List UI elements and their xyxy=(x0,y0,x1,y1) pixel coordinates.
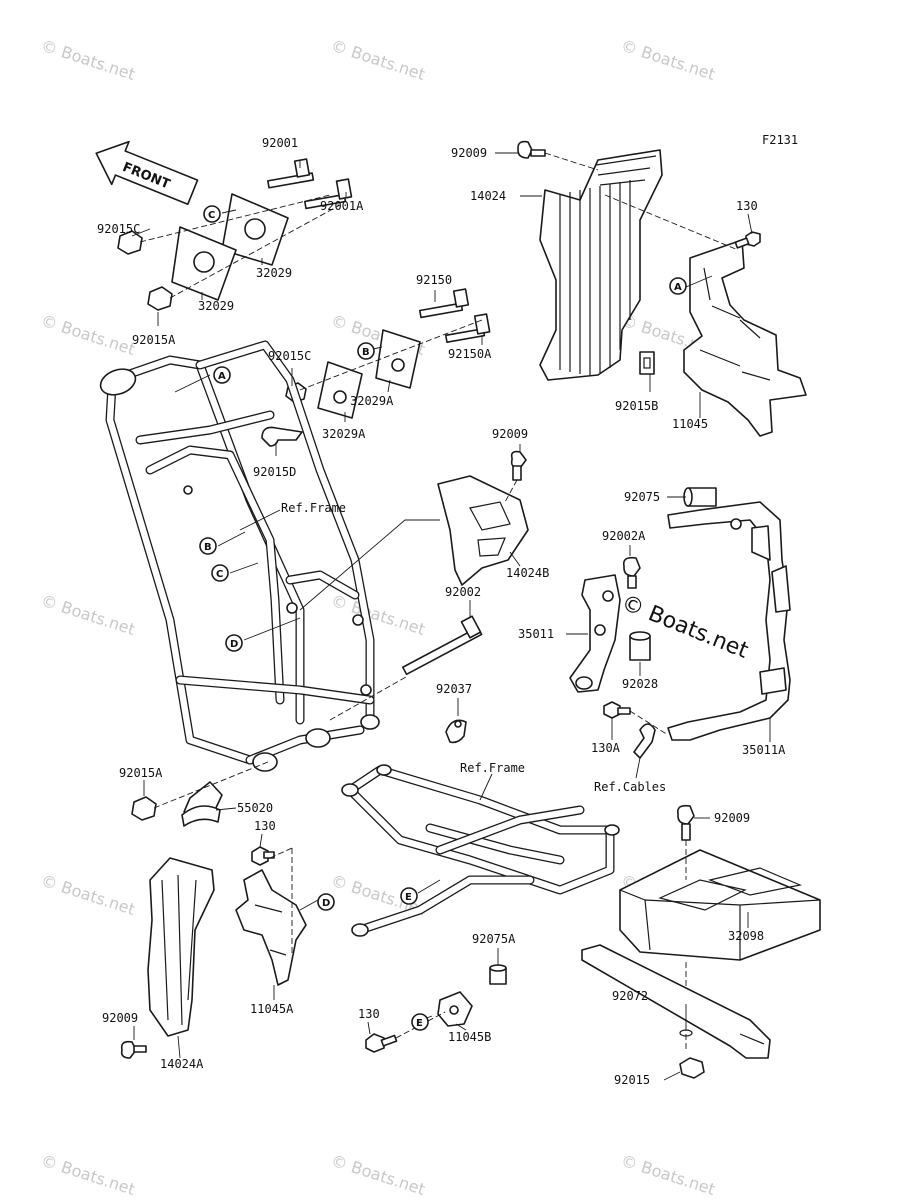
callout-e: E xyxy=(416,1018,423,1029)
part-label-92015a: 92015A xyxy=(132,333,176,347)
bracket-11045B-group xyxy=(365,964,507,1053)
watermark: © Boats.net xyxy=(329,1151,428,1199)
watermark: © Boats.net xyxy=(39,36,138,84)
guard-14024B xyxy=(437,450,529,586)
part-labels: 92001 92001A 92015C 32029 32029 92015A 9… xyxy=(97,136,786,1087)
engine-mount-plates-upper xyxy=(261,288,491,447)
watermark: © Boats.net xyxy=(329,36,428,84)
bracket-11045A xyxy=(235,846,307,986)
part-label-92015c: 92015C xyxy=(97,222,140,236)
part-label-32029a: 32029A xyxy=(350,394,394,408)
part-label-130: 130 xyxy=(736,199,758,213)
watermark: © Boats.net xyxy=(39,591,138,639)
watermark: © Boats.net xyxy=(39,311,138,359)
part-label-32029: 32029 xyxy=(256,266,292,280)
callout-markers: A A B B C C D D E E xyxy=(199,205,687,1031)
part-label-92015b: 92015B xyxy=(615,399,658,413)
part-label-92002a: 92002A xyxy=(602,529,646,543)
main-frame xyxy=(99,340,380,827)
sub-frame xyxy=(341,764,620,937)
ref-cables-label: Ref.Cables xyxy=(594,780,666,794)
part-label-92015a: 92015A xyxy=(119,766,163,780)
callout-e: E xyxy=(405,892,412,903)
front-arrow: FRONT xyxy=(95,140,199,206)
stay-35011 xyxy=(569,487,717,693)
part-label-92001a: 92001A xyxy=(320,199,364,213)
clamp-92037 xyxy=(445,719,467,744)
part-label-14024b: 14024B xyxy=(506,566,549,580)
engine-mount-plates-front xyxy=(117,158,353,311)
part-label-92150a: 92150A xyxy=(448,347,492,361)
figure-code: F2131 xyxy=(762,133,798,147)
part-label-92015c: 92015C xyxy=(268,349,311,363)
part-label-32029: 32029 xyxy=(198,299,234,313)
ref-frame-label: Ref.Frame xyxy=(460,761,525,775)
callout-b: B xyxy=(362,347,370,358)
callout-d: D xyxy=(322,898,330,909)
part-label-92037: 92037 xyxy=(436,682,472,696)
bolt-92002 xyxy=(329,615,483,721)
callout-a: A xyxy=(674,282,682,293)
part-label-92009: 92009 xyxy=(714,811,750,825)
part-label-92028: 92028 xyxy=(622,677,658,691)
radiator-guard-14024 xyxy=(517,140,663,381)
callout-a: A xyxy=(218,371,226,382)
watermark: © Boats.net xyxy=(619,1151,718,1199)
watermark: © Boats.net xyxy=(39,871,138,919)
part-label-92075: 92075 xyxy=(624,490,660,504)
part-label-130a: 130A xyxy=(591,741,621,755)
part-label-92009: 92009 xyxy=(102,1011,138,1025)
part-label-11045: 11045 xyxy=(672,417,708,431)
part-label-32029a: 32029A xyxy=(322,427,366,441)
callout-b: B xyxy=(204,542,212,553)
part-label-92150: 92150 xyxy=(416,273,452,287)
callout-c: C xyxy=(208,210,215,221)
bracket-11045 xyxy=(604,194,807,437)
part-label-11045b: 11045B xyxy=(448,1030,491,1044)
watermark: © Boats.net xyxy=(619,36,718,84)
part-label-92075a: 92075A xyxy=(472,932,516,946)
callout-c: C xyxy=(216,569,223,580)
part-label-55020: 55020 xyxy=(237,801,273,815)
guard-14024A xyxy=(120,857,215,1059)
watermark: © Boats.net xyxy=(39,1151,138,1199)
watermark: © Boats.net xyxy=(329,591,428,639)
callout-d: D xyxy=(230,639,238,650)
part-label-35011: 35011 xyxy=(518,627,554,641)
stay-35011A xyxy=(603,501,791,759)
part-label-32098: 32098 xyxy=(728,929,764,943)
battery-case-32098 xyxy=(619,804,821,1050)
strap-92072 xyxy=(581,944,771,1079)
leader-lines xyxy=(131,152,771,1081)
part-label-92002: 92002 xyxy=(445,585,481,599)
part-label-92015d: 92015D xyxy=(253,465,296,479)
part-label-92001: 92001 xyxy=(262,136,298,150)
ref-frame-label: Ref.Frame xyxy=(281,501,346,515)
part-label-92009: 92009 xyxy=(451,146,487,160)
part-label-11045a: 11045A xyxy=(250,1002,294,1016)
part-label-14024a: 14024A xyxy=(160,1057,204,1071)
part-label-92072: 92072 xyxy=(612,989,648,1003)
part-label-35011a: 35011A xyxy=(742,743,786,757)
part-label-14024: 14024 xyxy=(470,189,506,203)
part-label-92015: 92015 xyxy=(614,1073,650,1087)
part-label-130: 130 xyxy=(358,1007,380,1021)
part-label-92009: 92009 xyxy=(492,427,528,441)
part-label-130: 130 xyxy=(254,819,276,833)
